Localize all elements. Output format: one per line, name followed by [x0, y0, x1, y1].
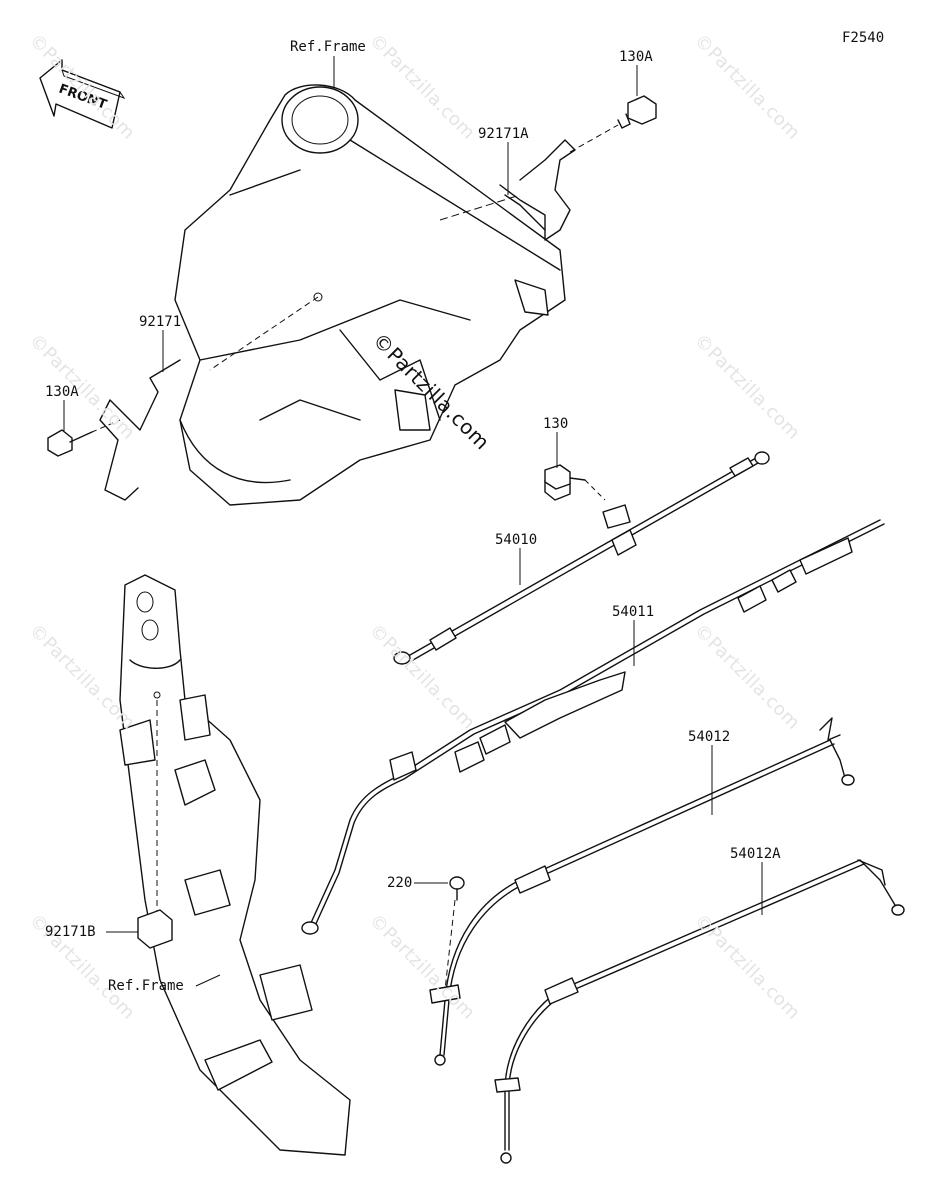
label-ref-frame-bottom: Ref.Frame	[108, 978, 184, 994]
label-92171: 92171	[139, 314, 182, 330]
label-54011: 54011	[612, 604, 655, 620]
upper-frame	[174, 84, 566, 506]
cable-54010	[393, 451, 770, 665]
label-92171b: 92171B	[45, 924, 96, 940]
leader-lines	[63, 56, 763, 987]
bolt-130	[544, 464, 606, 501]
label-ref-frame-top: Ref.Frame	[290, 39, 366, 55]
label-54010: 54010	[495, 532, 538, 548]
cable-54012	[429, 717, 855, 1066]
cable-54011	[301, 519, 885, 935]
label-220: 220	[387, 875, 413, 891]
cable-54012a	[494, 859, 905, 1164]
label-130a-top: 130A	[619, 49, 653, 65]
figure-code: F2540	[842, 30, 885, 46]
bracket-92171a	[439, 95, 657, 241]
label-130: 130	[543, 416, 569, 432]
label-54012a: 54012A	[730, 846, 781, 862]
screw-220	[444, 876, 465, 991]
label-54012: 54012	[688, 729, 731, 745]
label-92171a: 92171A	[478, 126, 529, 142]
label-130a-left: 130A	[45, 384, 79, 400]
lower-frame	[119, 574, 351, 1156]
front-arrow-icon: FRONT	[39, 59, 126, 129]
bracket-92171	[47, 292, 323, 501]
